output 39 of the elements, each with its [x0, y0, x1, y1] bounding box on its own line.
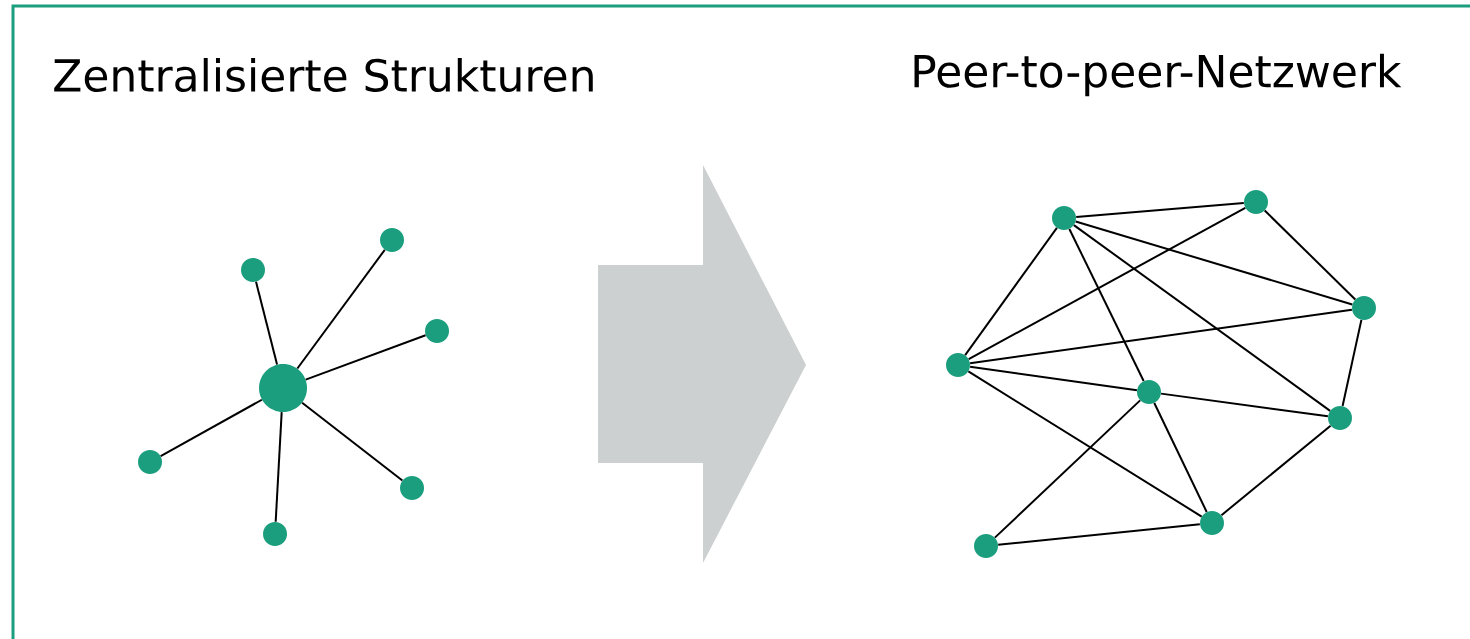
connection-line — [1220, 424, 1332, 517]
network-node — [263, 522, 287, 546]
connection-line — [255, 280, 279, 366]
network-node — [1352, 296, 1376, 320]
connection-line — [969, 308, 1353, 365]
connection-line — [1074, 220, 1354, 306]
network-node — [1200, 511, 1224, 535]
connection-line — [964, 226, 1058, 357]
network-node — [946, 353, 970, 377]
network-node — [1137, 380, 1161, 404]
network-node — [380, 228, 404, 252]
network-node — [1328, 406, 1352, 430]
network-node — [241, 258, 265, 282]
connection-line — [1341, 318, 1363, 408]
heading: Zentralisierte Strukturen — [54, 57, 593, 92]
network-node — [1052, 206, 1076, 230]
connection-line — [1075, 202, 1245, 218]
connection-line — [301, 401, 404, 482]
network-node — [400, 476, 424, 500]
heading: Peer-to-peer-Netzwerk — [914, 53, 1402, 97]
connection-line — [993, 399, 1142, 539]
connection-line — [967, 370, 1203, 518]
network-node — [259, 364, 307, 412]
connection-line — [1068, 227, 1145, 383]
connection-line — [969, 365, 1138, 392]
connection-line — [997, 523, 1201, 546]
connection-line — [1263, 209, 1357, 301]
network-node — [974, 534, 998, 558]
connection-line — [967, 206, 1247, 361]
connection-line — [304, 334, 427, 381]
connection-line — [1153, 402, 1208, 513]
network-node — [425, 319, 449, 343]
connection-line — [296, 248, 386, 370]
connection-line — [1160, 392, 1329, 418]
connection-line — [159, 398, 263, 458]
connection-line — [1072, 224, 1332, 412]
connection-line — [274, 411, 283, 523]
network-node — [1244, 190, 1268, 214]
network-node — [138, 450, 162, 474]
